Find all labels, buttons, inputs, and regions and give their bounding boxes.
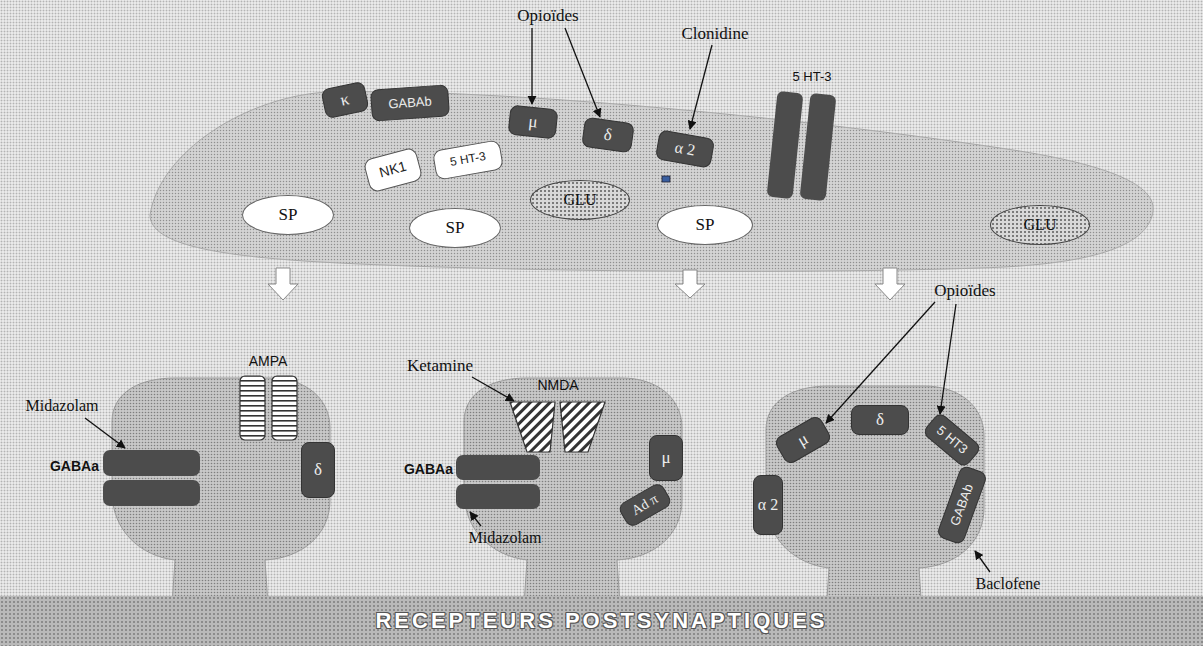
nmda-channel [560, 402, 605, 452]
receptor-box: α 2 [753, 475, 783, 535]
node-text: GLU [564, 191, 597, 209]
drug-label: Ketamine [407, 357, 473, 376]
receptor-box: NK1 [363, 147, 424, 194]
node-text: SP [696, 216, 715, 235]
node-text: Ad π [629, 491, 661, 518]
title-band: RECEPTEURS POSTSYNAPTIQUES [0, 596, 1203, 646]
channel-bar [800, 93, 837, 201]
node-text: κ [339, 90, 351, 110]
leader-arrow [975, 551, 990, 572]
receptor-box: δ [581, 117, 635, 154]
vesicle: SP [242, 195, 334, 235]
receptor-box: Ad π [617, 481, 673, 529]
receptor-label: GABAa [404, 462, 453, 477]
receptor-label: NMDA [537, 378, 578, 393]
release-arrow [675, 270, 705, 298]
node-text: RECEPTEURS POSTSYNAPTIQUES [375, 609, 827, 633]
node-text: δ [876, 411, 884, 430]
node-text: δ [603, 125, 614, 145]
leader-arrows [85, 28, 990, 572]
ampa-channel [240, 376, 265, 440]
node-text: α 2 [673, 139, 696, 160]
gabaa-bar [103, 450, 200, 476]
drug-label: Midazolam [26, 397, 99, 415]
receptor-box: μ [508, 105, 559, 140]
drug-label: Baclofene [976, 575, 1041, 593]
marker-square [662, 176, 670, 182]
receptor-box: μ [649, 435, 683, 481]
receptor-box: GABAb [370, 84, 450, 121]
receptor-box: κ [320, 81, 369, 119]
drug-label: Clonidine [681, 25, 748, 44]
receptor-box: δ [851, 405, 909, 435]
gabaa-bar [456, 484, 540, 509]
vesicle: SP [409, 208, 501, 248]
drug-label: Opioïdes [517, 7, 578, 26]
node-text: μ [794, 430, 811, 451]
release-arrow [875, 268, 905, 300]
vesicle: GLU [530, 180, 630, 220]
receptor-label: GABAa [50, 459, 99, 474]
node-text: 5 HT-3 [449, 150, 487, 169]
receptor-box: GABAb [936, 465, 988, 546]
node-text: SP [279, 206, 298, 225]
receptor-box: 5 HT-3 [432, 139, 504, 180]
ampa-channel [272, 376, 297, 440]
vesicle: SP [657, 205, 753, 245]
node-text: GABAb [948, 482, 976, 528]
receptor-box: 5 HT3 [922, 411, 983, 468]
leader-arrow [565, 28, 600, 117]
receptor-box: α 2 [655, 129, 715, 168]
drug-label: Midazolam [469, 529, 542, 547]
nmda-channel [510, 402, 555, 452]
channel-bar [767, 91, 804, 199]
release-arrow [268, 268, 298, 300]
gabaa-bar [456, 455, 540, 480]
node-text: GLU [1024, 216, 1057, 234]
receptor-label: AMPA [249, 354, 288, 369]
node-text: μ [527, 112, 538, 132]
vesicle: GLU [990, 205, 1090, 245]
receptor-label: 5 HT-3 [792, 70, 831, 84]
node-text: SP [446, 219, 465, 238]
node-text: δ [314, 461, 322, 480]
gabaa-bar [103, 480, 200, 506]
node-text: 5 HT3 [934, 423, 970, 457]
node-text: GABAb [388, 94, 432, 111]
node-text: α 2 [758, 496, 778, 514]
receptor-box: δ [301, 442, 335, 498]
presynaptic-terminal [150, 92, 1153, 272]
leader-arrow [940, 304, 956, 414]
leader-arrow [85, 418, 125, 448]
receptor-box: μ [773, 414, 833, 466]
drug-label: Opioïdes [934, 282, 995, 301]
leader-arrow [470, 512, 481, 526]
leader-arrow [531, 28, 532, 104]
leader-arrow [472, 377, 514, 401]
node-text: μ [661, 449, 670, 468]
leader-arrow [690, 45, 712, 129]
node-text: NK1 [378, 159, 408, 181]
